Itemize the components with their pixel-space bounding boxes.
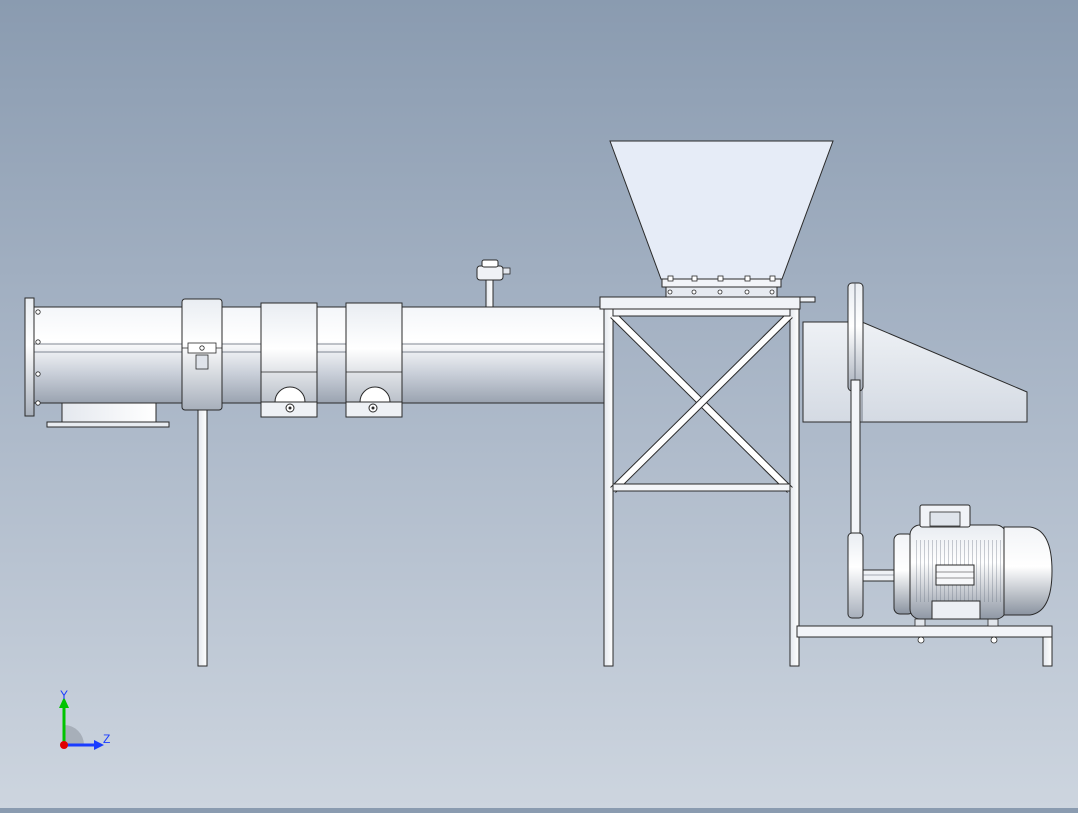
feed-hopper[interactable] bbox=[609, 140, 834, 280]
triad-x-axis bbox=[60, 741, 68, 749]
barrel-tube[interactable] bbox=[33, 306, 607, 404]
motor-base[interactable] bbox=[796, 618, 1053, 667]
barrel-support-leg[interactable] bbox=[197, 391, 208, 667]
heater-band-2[interactable] bbox=[345, 302, 403, 418]
electric-motor[interactable] bbox=[893, 504, 1053, 620]
gear-housing[interactable] bbox=[802, 321, 1028, 423]
drive-belt[interactable] bbox=[850, 379, 861, 541]
belt-pulley-small[interactable] bbox=[847, 532, 896, 619]
clamp-ring[interactable] bbox=[181, 298, 223, 411]
triad-z-label: Z bbox=[103, 732, 110, 746]
belt-pulley-large[interactable] bbox=[847, 282, 864, 392]
triad-y-label: Y bbox=[60, 688, 68, 702]
triad-y-arrow bbox=[59, 697, 69, 708]
inlet-flange[interactable] bbox=[24, 297, 41, 417]
thermocouple[interactable] bbox=[476, 259, 511, 308]
heater-band-1[interactable] bbox=[260, 302, 318, 418]
hopper-flange[interactable] bbox=[661, 275, 782, 298]
support-frame[interactable] bbox=[599, 296, 816, 667]
triad-z-arrow bbox=[94, 740, 104, 750]
coordinate-triad: Y Z bbox=[59, 688, 110, 750]
